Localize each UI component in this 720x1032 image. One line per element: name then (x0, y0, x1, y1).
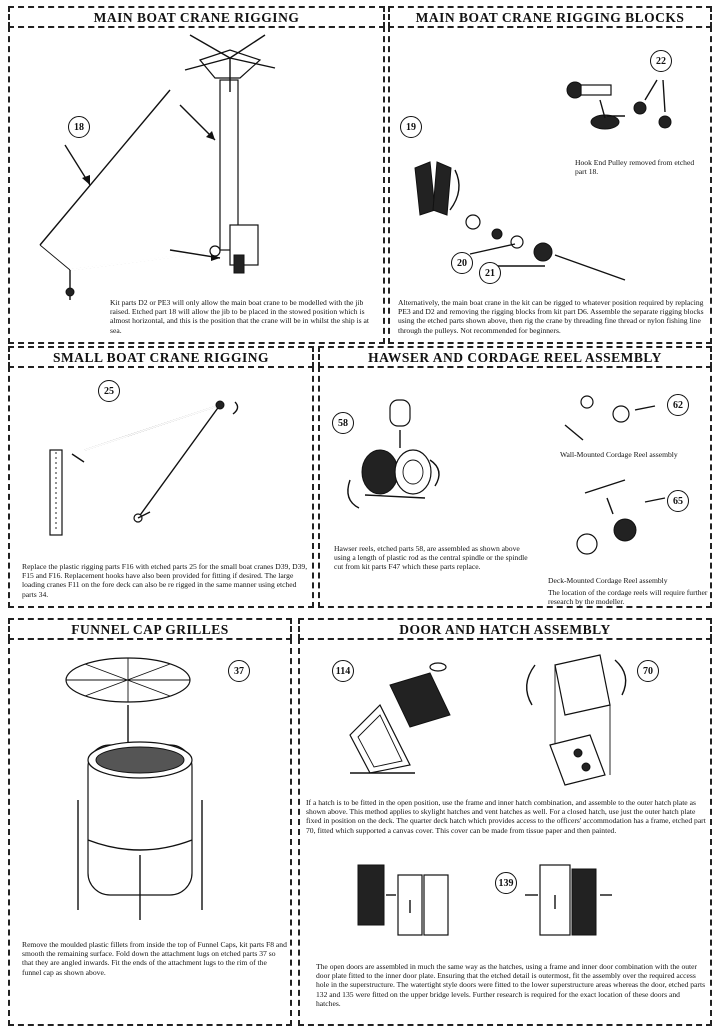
funnel-title: FUNNEL CAP GRILLES (71, 622, 229, 637)
door-part-114: 114 (332, 660, 354, 682)
funnel-title-bar (8, 618, 292, 640)
cordage-location-note: The location of the cordage reels will r… (548, 588, 708, 607)
hawser-title: HAWSER AND CORDAGE REEL ASSEMBLY (368, 350, 662, 365)
door-part-139: 139 (495, 872, 517, 894)
hawser-part-58: 58 (332, 412, 354, 434)
hawser-part-65: 65 (667, 490, 689, 512)
rigging-blocks-caption: Alternatively, the main boat crane in th… (398, 298, 704, 335)
rigging-blocks-part-22: 22 (650, 50, 672, 72)
door-caption: The open doors are assembled in much the… (316, 962, 706, 1008)
door-title-bar (298, 618, 712, 640)
small-crane-part-number: 25 (98, 380, 120, 402)
hawser-title-bar (318, 346, 712, 368)
main-crane-title: MAIN BOAT CRANE RIGGING (93, 10, 300, 25)
hatch-caption: If a hatch is to be fitted in the open p… (306, 798, 706, 835)
rigging-blocks-title: MAIN BOAT CRANE RIGGING BLOCKS (415, 10, 685, 25)
hawser-part-62: 62 (667, 394, 689, 416)
hawser-caption: Hawser reels, etched parts 58, are assem… (334, 544, 528, 572)
door-panel (298, 638, 712, 1026)
rigging-blocks-part-20: 20 (451, 252, 473, 274)
rigging-blocks-drawing (414, 79, 672, 281)
rigging-blocks-title-bar (388, 6, 712, 28)
wall-reel-label: Wall-Mounted Cordage Reel assembly (560, 450, 678, 459)
main-crane-part-number: 18 (68, 116, 90, 138)
main-crane-caption: Kit parts D2 or PE3 will only allow the … (110, 298, 369, 335)
small-crane-title: SMALL BOAT CRANE RIGGING (53, 350, 269, 365)
rigging-blocks-part-21: 21 (479, 262, 501, 284)
funnel-part-number: 37 (228, 660, 250, 682)
hatch-drawing (349, 654, 627, 786)
hawser-drawing (347, 395, 666, 555)
deck-reel-label: Deck-Mounted Cordage Reel assembly (548, 576, 668, 585)
door-drawing (357, 864, 612, 936)
small-crane-drawing (49, 400, 239, 536)
door-title: DOOR AND HATCH ASSEMBLY (399, 622, 611, 637)
main-crane-title-bar (8, 6, 385, 28)
door-part-70: 70 (637, 660, 659, 682)
small-crane-title-bar (8, 346, 314, 368)
pulley-note: Hook End Pulley removed from etched part… (575, 158, 695, 177)
funnel-caption: Remove the moulded plastic fillets from … (22, 940, 287, 977)
main-crane-drawing (39, 34, 276, 300)
small-crane-caption: Replace the plastic rigging parts F16 wi… (22, 562, 308, 599)
rigging-blocks-part-19: 19 (400, 116, 422, 138)
funnel-drawing (65, 657, 203, 920)
